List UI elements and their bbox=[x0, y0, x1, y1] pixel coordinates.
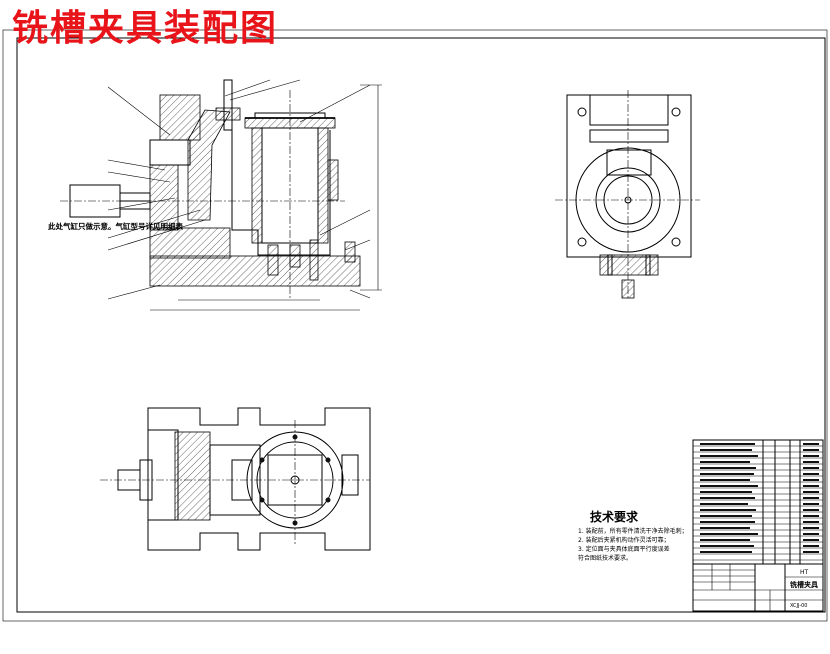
side-view bbox=[555, 90, 700, 300]
parts-list bbox=[692, 439, 824, 565]
outer-border bbox=[2, 29, 828, 622]
cylinder-callout-note: 此处气缸只做示意。气缸型号详见明细表 bbox=[48, 222, 183, 231]
drawing-title: 铣槽夹具装配图 bbox=[12, 7, 279, 49]
inner-frame bbox=[16, 37, 826, 613]
technical-requirements-list: 1. 装配前，所有零件清洗干净去除毛刺； 2. 装配后夹紧机构动作灵活可靠； 3… bbox=[578, 527, 688, 563]
requirement-item: 2. 装配后夹紧机构动作灵活可靠； bbox=[578, 537, 670, 544]
front-section-view bbox=[60, 79, 382, 311]
title-block: HT 铣槽夹具 XCJJ-00 bbox=[692, 563, 824, 612]
technical-requirements-heading: 技术要求 bbox=[590, 510, 639, 524]
title-block-material: HT bbox=[800, 569, 809, 576]
requirement-item: 符合图纸技术要求。 bbox=[578, 555, 633, 562]
requirement-item: 3. 定位面与夹具体底面平行度误差 bbox=[578, 546, 670, 553]
title-block-drawing-name: 铣槽夹具 bbox=[789, 580, 818, 589]
title-block-drawing-number: XCJJ-00 bbox=[790, 603, 808, 609]
requirement-item: 1. 装配前，所有零件清洗干净去除毛刺； bbox=[578, 528, 688, 535]
top-view bbox=[100, 407, 371, 551]
